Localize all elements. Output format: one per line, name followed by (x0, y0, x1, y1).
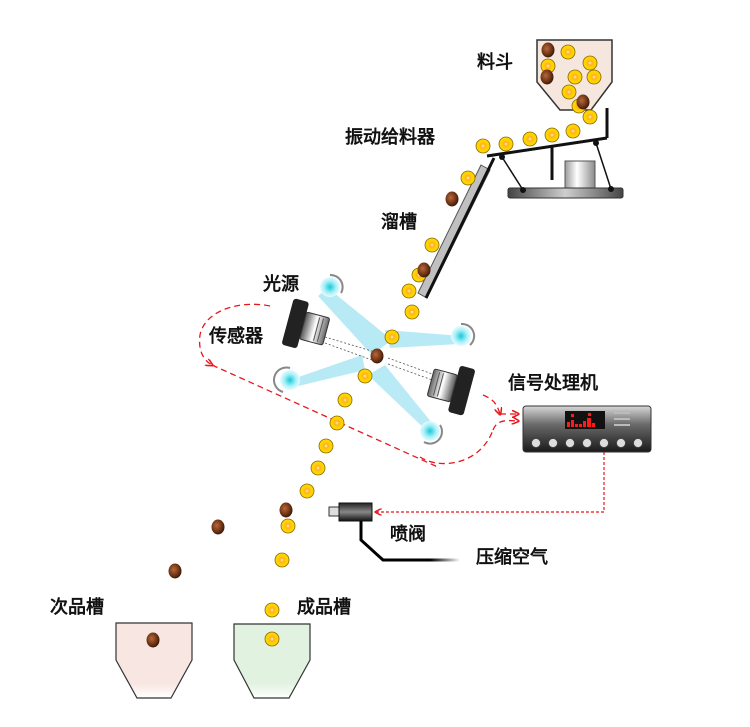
good-grain (424, 237, 440, 253)
good-grain (264, 602, 280, 618)
label-hopper: 料斗 (477, 51, 513, 73)
sensor-camera-right (427, 366, 475, 416)
good-grain (475, 138, 491, 154)
light-beams (290, 288, 462, 432)
good-grain (337, 392, 353, 408)
good-grain (567, 69, 583, 85)
defective-grain (417, 262, 431, 278)
good-grain (586, 69, 602, 85)
label-accept-bin: 成品槽 (297, 596, 351, 618)
good-grain (582, 109, 598, 125)
label-sensor: 传感器 (208, 325, 264, 347)
defective-grain (146, 632, 160, 648)
reject-bin (115, 622, 193, 699)
grains (146, 42, 602, 648)
light-source-3 (273, 366, 300, 393)
defective-grain (540, 69, 554, 85)
good-grain (264, 631, 280, 647)
good-grain (404, 304, 420, 320)
good-grain (384, 329, 400, 345)
good-grain (274, 552, 290, 568)
good-grain (310, 460, 326, 476)
label-compressed-air: 压缩空气 (476, 546, 548, 568)
display-leds (567, 413, 595, 427)
label-vibratory-feeder: 振动给料器 (345, 126, 436, 148)
label-ejector-valve: 喷阀 (390, 523, 426, 545)
valve-signal-line (376, 452, 605, 512)
sensor-sightlines (324, 336, 436, 382)
good-grain (522, 131, 538, 147)
vibratory-feeder (486, 108, 624, 199)
label-signal-processor: 信号处理机 (508, 372, 598, 394)
label-chute: 溜槽 (381, 211, 417, 233)
defective-grain (211, 519, 225, 535)
light-source-2 (451, 322, 476, 346)
light-source-1 (320, 273, 344, 297)
good-grain (329, 415, 345, 431)
signal-lines (198, 303, 518, 469)
good-grain (544, 127, 560, 143)
good-grain (299, 483, 315, 499)
compressed-air-pipe (359, 521, 460, 562)
good-grain (318, 438, 334, 454)
label-reject-bin: 次品槽 (50, 596, 104, 618)
label-light-source: 光源 (262, 273, 299, 295)
chute (417, 157, 496, 299)
defective-grain (445, 191, 459, 207)
good-grain (582, 55, 598, 71)
defective-grain (370, 348, 384, 364)
accept-bin (233, 623, 311, 699)
defective-grain (168, 563, 182, 579)
processor-knobs (531, 438, 643, 448)
defective-grain (576, 94, 590, 110)
defective-grain (541, 42, 555, 58)
good-grain (401, 283, 417, 299)
sensor-camera-left (282, 298, 330, 348)
good-grain (280, 518, 296, 534)
light-source-4 (420, 421, 443, 445)
good-grain (357, 368, 373, 384)
good-grain (561, 84, 577, 100)
good-grain (560, 44, 576, 60)
defective-grain (279, 502, 293, 518)
good-grain (460, 170, 476, 186)
good-grain (498, 136, 514, 152)
signal-processor (522, 405, 652, 453)
ejector-valve (328, 502, 373, 522)
good-grain (565, 123, 581, 139)
